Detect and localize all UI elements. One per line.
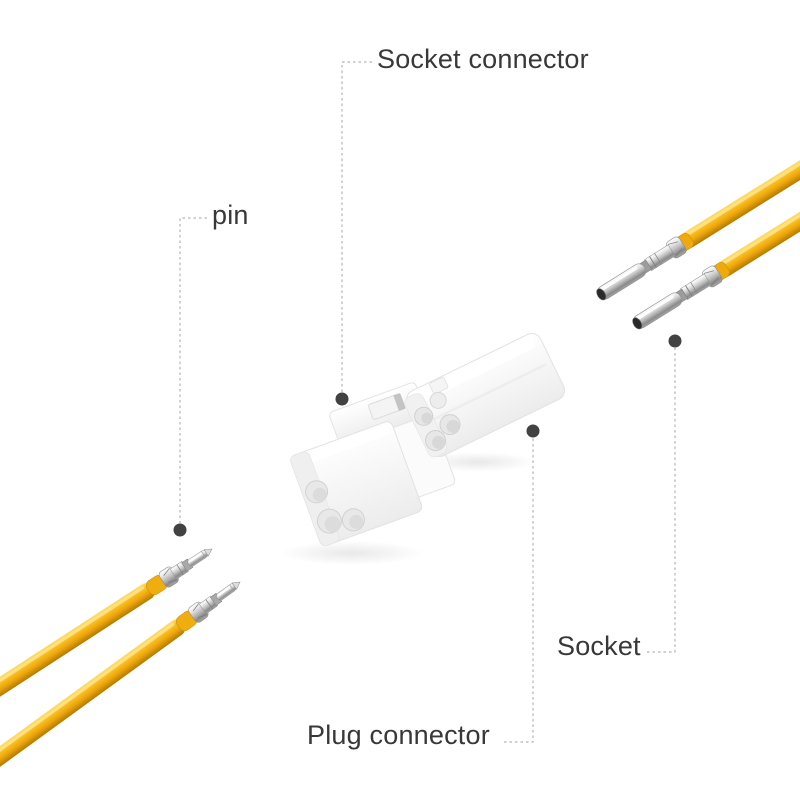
plug-connector-label: Plug connector [307,720,490,750]
leader-dot [173,523,187,537]
socket-label: Socket [557,631,641,661]
socket-connector-holes [305,480,365,534]
leader-socket [647,334,682,653]
leader-dot [335,392,349,406]
socket-connector-housing [290,382,456,547]
leader-socket-connector [335,61,372,406]
plug-connector-holes [414,391,461,452]
pin-terminal-wire-pair [0,540,246,796]
plug-connector-housing [404,333,566,458]
leader-dot [668,334,682,348]
leader-dot [526,424,540,438]
pin-label: pin [212,200,249,230]
socket-terminal-wire-pair [592,118,800,334]
socket-connector-label: Socket connector [377,44,589,74]
housing-shadow [280,541,424,565]
leader-plug-connector [504,424,540,743]
leader-pin [173,217,207,537]
